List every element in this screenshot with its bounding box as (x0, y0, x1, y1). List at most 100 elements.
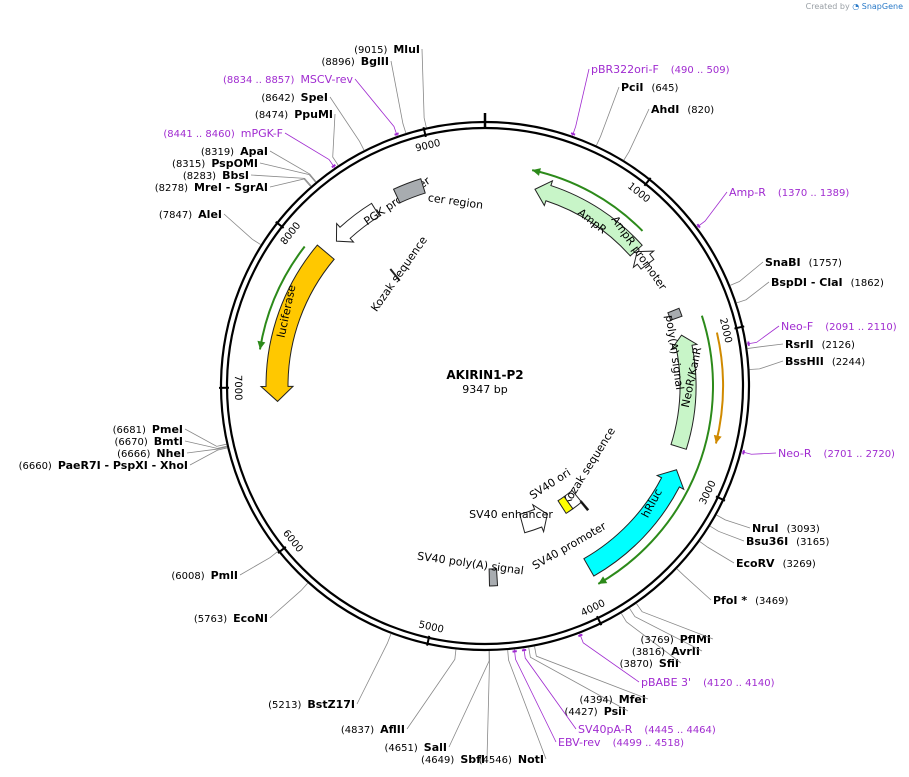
primer-site[interactable]: pBABE 3'(4120 .. 4140) (641, 676, 775, 689)
primer-name: EBV-rev (558, 736, 601, 749)
feature-hrluc-arrow[interactable] (583, 469, 685, 577)
feature-sv40-enhancer-box[interactable] (557, 495, 574, 515)
feature-pgk-promoter-arrow[interactable] (335, 202, 381, 243)
tick-mark (643, 177, 652, 187)
feature-sv40-polya-box[interactable] (488, 568, 499, 587)
feature-luciferase-arrow[interactable] (259, 244, 335, 403)
restriction-site-name: SpeI (301, 91, 328, 104)
restriction-site[interactable]: SpeI(8642) (261, 91, 328, 104)
restriction-site[interactable]: PaeR7I - PspXI - XhoI(6660) (19, 459, 188, 472)
restriction-site-name: BstZ17I (307, 698, 355, 711)
feature-ampr-arrow[interactable] (534, 179, 643, 257)
primer-site[interactable]: Neo-R(2701 .. 2720) (778, 447, 895, 460)
primer-site[interactable]: SV40pA-R(4445 .. 4464) (578, 723, 716, 736)
primer-name: MSCV-rev (300, 73, 353, 86)
restriction-site[interactable]: BbsI(8283) (183, 169, 249, 182)
restriction-site-name: RsrII (785, 338, 814, 351)
restriction-site-position: (3769) (640, 635, 673, 646)
primer-site[interactable]: Neo-F(2091 .. 2110) (781, 320, 897, 333)
leader-line (579, 633, 640, 683)
restriction-site[interactable]: SfiI(3870) (620, 657, 679, 670)
restriction-site[interactable]: SbfI (4649) (421, 753, 485, 766)
feature-kozak-sequence-1-mark[interactable] (579, 500, 590, 512)
feature-polya-box[interactable] (667, 307, 683, 321)
restriction-site[interactable]: SalI(4651) (385, 741, 447, 754)
leader-line (636, 603, 714, 640)
restriction-site[interactable]: EcoNI(5763) (194, 612, 268, 625)
feature-sv40-ori-box[interactable] (563, 489, 583, 510)
leader-line (572, 68, 590, 136)
primer-site[interactable]: pBR322ori-F(490 .. 509) (591, 63, 730, 76)
restriction-site[interactable]: AvrII(3816) (632, 645, 700, 658)
restriction-site[interactable]: ApaI(8319) (201, 145, 268, 158)
restriction-site-position: (645) (651, 83, 678, 94)
restriction-site-name: BssHII (785, 355, 824, 368)
feature-neor-arrow[interactable] (670, 334, 699, 450)
restriction-site[interactable]: Bsu36I(3165) (746, 535, 830, 548)
restriction-site-name: MfeI (619, 693, 646, 706)
restriction-site-name: AflII (380, 723, 405, 736)
leader-line (186, 446, 228, 454)
primer-range: (8441 .. 8460) (163, 129, 235, 140)
restriction-site-name: MluI (393, 43, 420, 56)
restriction-site[interactable]: MfeI (4394) (579, 693, 646, 706)
restriction-site[interactable]: BstZ17I(5213) (268, 698, 355, 711)
restriction-site[interactable]: MluI(9015) (354, 43, 420, 56)
restriction-site[interactable]: AhdI(820) (651, 103, 714, 116)
restriction-site[interactable]: AflII (4837) (341, 723, 405, 736)
restriction-site[interactable]: PsiI(4427) (564, 705, 626, 718)
restriction-site[interactable]: AleI(7847) (159, 208, 222, 221)
restriction-site[interactable]: SnaBI(1757) (765, 256, 842, 269)
leader-line (747, 343, 784, 349)
restriction-site[interactable]: BmtI(6670) (115, 435, 183, 448)
restriction-site[interactable]: PpuMI(8474) (255, 108, 333, 121)
tick-mark (596, 615, 603, 626)
primer-name: Amp-R (729, 186, 766, 199)
primer-site[interactable]: mPGK-F(8441 .. 8460) (163, 127, 283, 140)
feature-cer-region-box[interactable] (392, 178, 426, 204)
restriction-site[interactable]: PfoI *(3469) (713, 594, 788, 607)
restriction-site-position: (4837) (341, 725, 374, 736)
leader-line (184, 440, 227, 449)
restriction-site-position: (3870) (620, 659, 653, 670)
restriction-site[interactable]: NruI(3093) (752, 522, 820, 535)
restriction-site[interactable]: BssHII(2244) (785, 355, 865, 368)
restriction-site[interactable]: PmeI(6681) (113, 423, 183, 436)
feature-sv40-promoter-arrow[interactable] (519, 503, 548, 534)
restriction-site[interactable]: RsrII(2126) (785, 338, 855, 351)
leader-line (507, 649, 547, 760)
restriction-site[interactable]: PmlI(6008) (171, 569, 238, 582)
plasmid-length: 9347 bp (462, 383, 507, 396)
primer-site[interactable]: Amp-R(1370 .. 1389) (729, 186, 849, 199)
tick-mark (734, 325, 745, 330)
restriction-site-name: SbfI (460, 753, 485, 766)
restriction-site-position: (4649) (421, 755, 454, 766)
feature-kozak-sequence-2-label: Kozak sequence (368, 234, 430, 314)
restriction-site[interactable]: NheI(6666) (117, 447, 185, 460)
restriction-site[interactable]: PspOMI(8315) (172, 157, 258, 170)
restriction-site-position: (4394) (579, 695, 612, 706)
restriction-site[interactable]: BglII(8896) (322, 55, 389, 68)
restriction-site-name: AvrII (671, 645, 700, 658)
restriction-site[interactable]: NotI(4546) (479, 753, 544, 766)
leader-line (716, 514, 751, 529)
restriction-site-position: (8319) (201, 147, 234, 158)
restriction-site[interactable]: PciI(645) (621, 81, 678, 94)
restriction-site[interactable]: PflMI(3769) (640, 633, 711, 646)
leader-line (620, 613, 682, 664)
restriction-site-name: PmeI (152, 423, 183, 436)
orf-arc (531, 169, 644, 232)
restriction-site[interactable]: MreI - SgrAI(8278) (155, 181, 268, 194)
restriction-site[interactable]: BspDI - ClaI(1862) (771, 276, 884, 289)
feature-kozak-sequence-2-mark[interactable] (389, 268, 401, 282)
restriction-site-position: (3269) (783, 559, 816, 570)
restriction-site-position: (5763) (194, 614, 227, 625)
primer-site[interactable]: EBV-rev(4499 .. 4518) (558, 736, 684, 749)
restriction-site[interactable]: EcoRV(3269) (736, 557, 816, 570)
leader-line (390, 60, 407, 134)
feature-ampr-promoter-arrow[interactable] (632, 250, 656, 270)
leader-line (623, 108, 650, 161)
restriction-site-position: (6660) (19, 461, 52, 472)
leader-line (629, 607, 703, 652)
primer-site[interactable]: MSCV-rev(8834 .. 8857) (223, 73, 353, 86)
